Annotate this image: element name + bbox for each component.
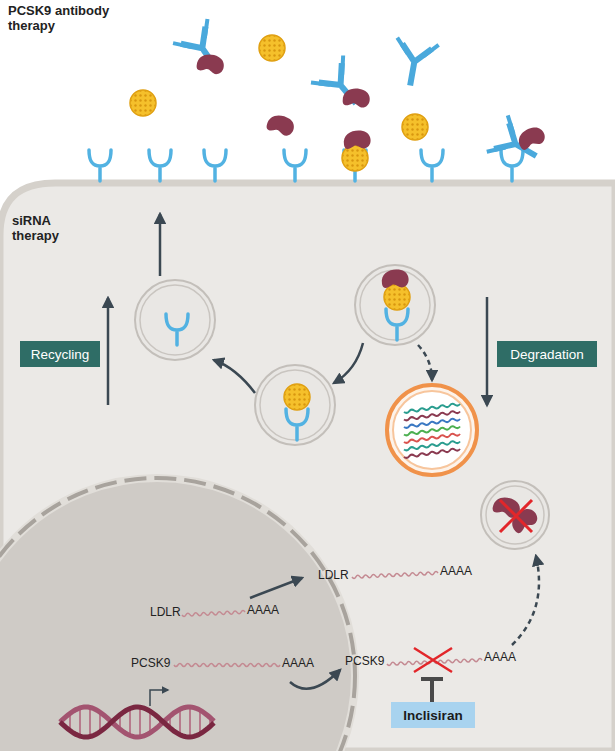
pcsk9-antibody (173, 19, 233, 80)
dna-rung (79, 708, 81, 736)
pcsk9-antibody (487, 115, 547, 174)
text-label: AAAA (484, 651, 516, 665)
dna-rung (179, 709, 181, 734)
export-arrow (290, 670, 340, 689)
pcsk9-protein (195, 51, 226, 76)
degradation-arrow (486, 297, 489, 405)
degraded-fragments (404, 404, 460, 458)
cross-mark (414, 648, 452, 672)
text-label: siRNA therapy (12, 214, 92, 244)
ldl-particle (130, 90, 156, 116)
endosome (135, 280, 215, 360)
pcsk9-protein (342, 86, 372, 109)
ldl-receptor (501, 150, 523, 181)
dna-helix (60, 707, 214, 737)
dashed-arrow (418, 345, 432, 380)
recycling-arrow (107, 298, 110, 405)
box-label: Degradation (510, 347, 584, 362)
dna-rung (189, 707, 191, 737)
text-label: AAAA (282, 657, 314, 671)
pcsk9-protein (382, 270, 409, 288)
flow-arrow (159, 214, 162, 276)
box-label: Inclisiran (403, 708, 462, 723)
endosome-inner (140, 285, 210, 355)
process-box: Recycling (20, 341, 100, 367)
lysosome (387, 385, 477, 475)
text-label: PCSK9 (131, 657, 170, 671)
dna-rung (199, 710, 201, 734)
mrna-strand (352, 572, 438, 579)
cross-mark (500, 500, 532, 532)
mrna-strands (174, 572, 482, 667)
ldl-receptor (149, 150, 171, 181)
ldl-receptor (421, 150, 443, 181)
text-label: AAAA (440, 565, 472, 579)
text-label: PCSK9 (345, 655, 384, 669)
pcsk9-antibody (389, 38, 438, 90)
vesicle (481, 481, 549, 549)
pcsk9-protein (344, 131, 371, 149)
endosome-inner (260, 370, 330, 440)
pcsk9-protein (516, 125, 547, 151)
flow-arrow (214, 360, 255, 393)
text-label: LDLR (318, 569, 349, 583)
ldl-receptor (386, 309, 408, 340)
dashed-arrow (512, 556, 539, 645)
endosome-inner (360, 270, 430, 340)
pcsk9-protein (265, 112, 296, 138)
dna-rung (139, 707, 141, 737)
ldl-receptor (166, 314, 188, 345)
vesicle-inner (486, 486, 544, 544)
text-label: PCSK9 antibody therapy (8, 4, 126, 34)
dna-strand (60, 707, 214, 737)
ldl-receptor (286, 409, 308, 440)
text-label: LDLR (150, 606, 181, 620)
nuclear-envelope (0, 478, 355, 751)
ldl-particle (342, 145, 368, 171)
process-box: Inclisiran (391, 702, 475, 728)
transcription-arrow (150, 690, 168, 706)
ldl-receptor (89, 150, 111, 181)
nucleus (0, 478, 355, 751)
dna-strand (60, 707, 214, 737)
ldl-particle (402, 114, 428, 140)
endosome (355, 265, 435, 345)
endosome (255, 365, 335, 445)
ldl-particle (284, 384, 310, 410)
inhibition-symbol (421, 679, 443, 702)
dna-rung (89, 708, 91, 737)
ldl-receptor (204, 150, 226, 181)
flow-arrow (334, 343, 363, 383)
ldl-receptor (284, 150, 306, 181)
rna-fragment (404, 449, 460, 458)
box-label: Recycling (31, 347, 90, 362)
pcsk9-antibody (311, 55, 372, 116)
export-arrow (250, 578, 302, 598)
mrna-strand (182, 611, 245, 617)
ldl-particle (384, 284, 410, 310)
dna-rung (129, 709, 131, 736)
process-box: Degradation (497, 341, 597, 367)
lysosome-inner (393, 391, 471, 469)
ldl-particle (259, 35, 285, 61)
text-label: AAAA (247, 604, 279, 618)
mrna-strand (174, 664, 280, 667)
